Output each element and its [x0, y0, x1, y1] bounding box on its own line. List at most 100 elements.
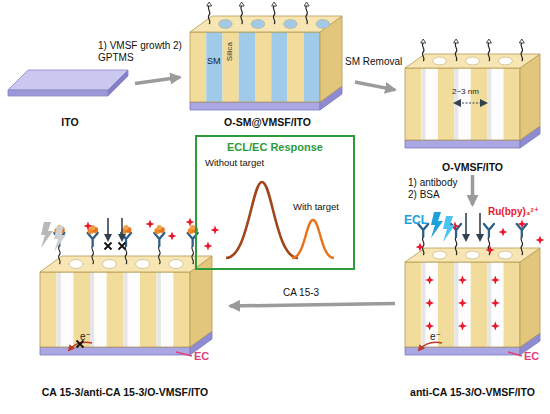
gptms-linker	[273, 6, 275, 24]
epoxy-group	[239, 2, 244, 6]
channel-shade	[421, 68, 425, 140]
silica-wall	[504, 68, 520, 140]
electron-arrow	[419, 342, 442, 350]
silica-wall	[405, 68, 421, 140]
ito-plate-top	[8, 70, 128, 90]
gptms-linker	[192, 246, 194, 264]
slab-top	[190, 16, 342, 32]
ca153-antigen	[157, 225, 162, 230]
gptms-linker	[521, 237, 523, 255]
nanochannel	[57, 272, 74, 347]
ru-bpy-star	[536, 236, 545, 245]
step-label: 1) VMSF growth 2) GPTMS	[98, 40, 184, 64]
epoxy-group	[207, 2, 212, 6]
template-channel	[271, 32, 287, 102]
silica-wall	[504, 262, 520, 347]
ca153-antigen	[123, 225, 128, 230]
ru-bpy-star	[425, 276, 434, 285]
ito-plate-front	[8, 90, 108, 96]
pore-opening	[466, 57, 480, 65]
ru-bpy-star	[458, 299, 467, 308]
silica-wall	[255, 32, 271, 102]
ru-bpy-star	[499, 228, 508, 237]
ru-bpy-star	[518, 220, 527, 229]
pore-opening	[316, 20, 330, 29]
channel-shade	[454, 68, 458, 140]
template-channel	[304, 32, 320, 102]
ru-bpy-star	[204, 242, 213, 251]
pore-opening	[219, 20, 233, 29]
annotation: 2~3 nm	[452, 88, 479, 97]
electrode-stage: CA 15-3/anti-CA 15-3/O-VMSF/ITO	[20, 215, 230, 400]
electrode-label: ITO	[5, 116, 135, 128]
slab-outline	[405, 262, 520, 347]
step-label: SM Removal	[345, 56, 417, 68]
ec-lead	[176, 352, 192, 356]
ru-bpy-star	[146, 220, 155, 229]
pore-opening	[136, 260, 150, 269]
epoxy-group	[272, 2, 277, 6]
epoxy-group	[486, 39, 491, 43]
epoxy-group	[421, 39, 426, 43]
channel-shade	[487, 68, 491, 140]
ru-bpy-star	[491, 276, 500, 285]
silica-wall	[40, 272, 57, 347]
annotation: Ru(bpy)₃²⁺	[488, 206, 539, 217]
silica-wall	[173, 272, 190, 347]
silica-wall	[471, 262, 487, 347]
ru-bpy-star	[491, 299, 500, 308]
nanochannel	[487, 68, 503, 140]
silica-wall	[140, 272, 157, 347]
pore-opening	[498, 251, 512, 259]
gptms-linker	[241, 6, 243, 24]
ru-bpy-star	[491, 322, 500, 331]
gptms-linker	[92, 246, 94, 264]
epoxy-group	[454, 39, 459, 43]
gptms-linker	[521, 43, 523, 61]
slab-side	[520, 248, 540, 347]
pore-opening	[169, 260, 183, 269]
slab-top	[405, 248, 540, 262]
nanochannel	[454, 262, 470, 347]
process-arrow	[135, 77, 180, 83]
nanochannel	[90, 272, 107, 347]
ru-bpy-star	[425, 322, 434, 331]
gptms-linker	[58, 246, 60, 264]
electrode-label: anti-CA 15-3/O-VMSF/ITO	[395, 386, 550, 398]
nanochannel	[123, 272, 140, 347]
electrode-label: O-VMSF/ITO	[395, 161, 550, 173]
nanochannel	[157, 272, 174, 347]
ru-bpy-star	[458, 322, 467, 331]
ito-layer	[405, 140, 520, 148]
ito-layer	[40, 347, 190, 355]
ru-bpy-star	[84, 222, 93, 231]
epoxy-group	[304, 2, 309, 6]
light-bolt	[431, 212, 443, 238]
process-arrow	[355, 82, 395, 90]
ru-bpy-star	[168, 232, 177, 241]
light-bolt	[443, 216, 455, 242]
box-title: ECL/EC Response	[197, 141, 353, 153]
channel-shade	[421, 262, 425, 347]
diffusion-arrow	[121, 218, 123, 240]
antibody	[88, 233, 98, 246]
gptms-linker	[488, 43, 490, 61]
antibody	[484, 224, 494, 237]
ru-bpy-star	[458, 276, 467, 285]
annotation: EC	[524, 350, 539, 362]
diffusion-arrow	[465, 213, 467, 240]
diffusion-arrow	[107, 218, 109, 240]
pore-opening	[102, 260, 116, 269]
gptms-linker	[422, 43, 424, 61]
pore-opening	[466, 251, 480, 259]
template-channel	[239, 32, 255, 102]
pore-opening	[498, 57, 512, 65]
nanochannel	[487, 262, 503, 347]
gptms-linker	[422, 237, 424, 255]
slab-outline	[405, 68, 520, 140]
gptms-linker	[208, 6, 210, 24]
electrode-stage: anti-CA 15-3/O-VMSF/ITO	[395, 205, 550, 400]
signal-peak	[292, 220, 334, 258]
